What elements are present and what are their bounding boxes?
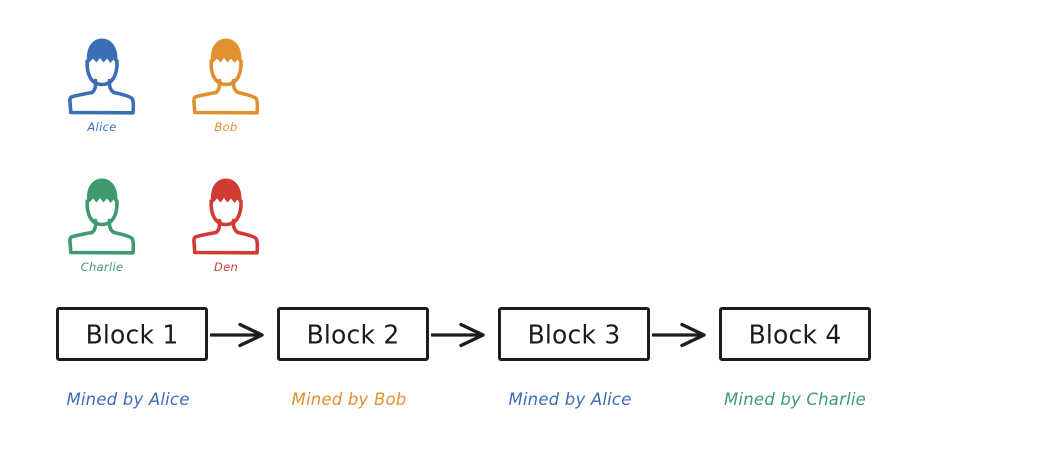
person-avatar-icon: [192, 176, 260, 255]
person-avatar-icon: [192, 36, 260, 115]
miner-charlie[interactable]: Charlie: [42, 170, 162, 288]
miner-label: Charlie: [80, 260, 124, 274]
block-caption: Mined by Alice: [66, 390, 190, 409]
arrow-right-icon: [652, 322, 706, 348]
miner-label: Bob: [214, 120, 238, 134]
block-caption: Mined by Charlie: [723, 390, 867, 409]
person-avatar-icon: [68, 176, 136, 255]
block-box[interactable]: Block 2: [277, 307, 429, 361]
block-box[interactable]: Block 3: [498, 307, 650, 361]
block-label: Block 3: [527, 318, 621, 350]
person-avatar-icon: [68, 38, 136, 115]
blockchain: Block 1 Mined by Alice Block 2 Mined by …: [0, 300, 1046, 430]
miner-den[interactable]: Den: [166, 170, 286, 288]
block-box[interactable]: Block 4: [719, 307, 871, 361]
block-3[interactable]: Block 3 Mined by Alice: [484, 300, 712, 425]
miner-alice[interactable]: Alice: [42, 30, 162, 148]
block-4[interactable]: Block 4 Mined by Charlie: [705, 300, 933, 425]
block-1[interactable]: Block 1 Mined by Alice: [42, 300, 270, 425]
miners-legend: Alice Bob Charlie Den: [42, 30, 302, 280]
block-2[interactable]: Block 2 Mined by Bob: [263, 300, 491, 425]
block-box[interactable]: Block 1: [56, 307, 208, 361]
block-caption: Mined by Alice: [508, 390, 632, 409]
block-label: Block 4: [748, 318, 842, 350]
miner-label: Den: [213, 260, 239, 274]
arrow-right-icon: [210, 322, 264, 348]
miner-bob[interactable]: Bob: [166, 30, 286, 148]
arrow-right-icon: [431, 322, 485, 348]
block-label: Block 2: [306, 318, 400, 350]
block-label: Block 1: [85, 318, 179, 350]
miner-label: Alice: [87, 120, 117, 134]
block-caption: Mined by Bob: [291, 390, 407, 409]
